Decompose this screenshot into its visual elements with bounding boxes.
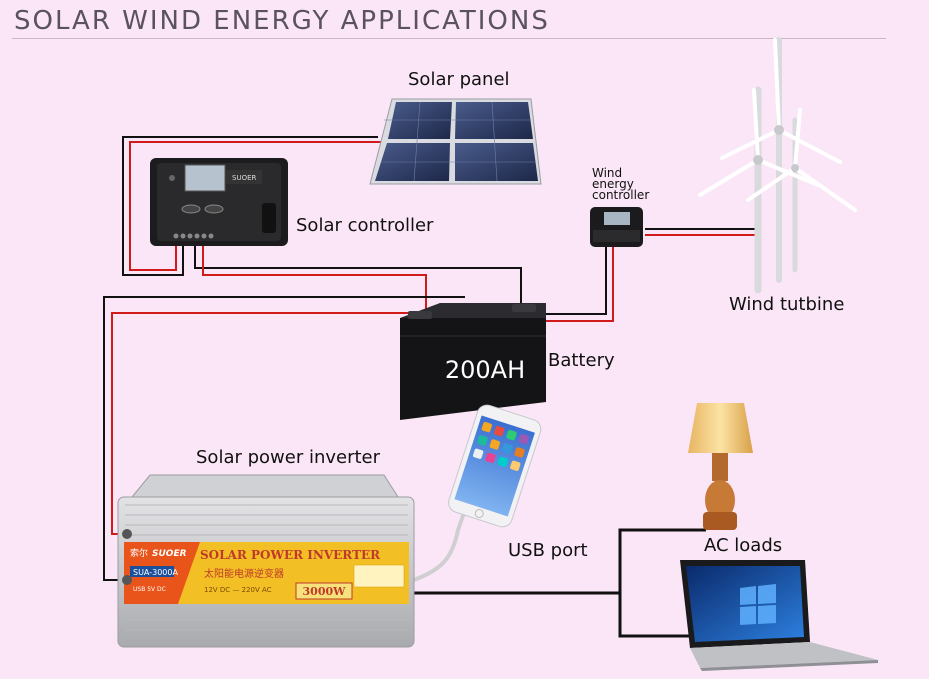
inverter-brand-cn: 索尔	[130, 547, 148, 559]
inverter-title-cn: 太阳能电源逆变器	[204, 567, 284, 580]
label-wind-controller-3: controller	[592, 190, 649, 201]
label-solar-controller: Solar controller	[296, 215, 433, 236]
inverter-brand: SUOER	[152, 549, 187, 559]
label-solar-panel: Solar panel	[408, 69, 510, 90]
solar-controller: SUOER	[150, 158, 288, 246]
wire-wind-black	[540, 247, 606, 314]
wire-wind-red	[540, 247, 613, 321]
inverter: 索尔 SUOER SOLAR POWER INVERTER 太阳能电源逆变器 S…	[118, 475, 414, 647]
inverter-title: SOLAR POWER INVERTER	[200, 548, 381, 562]
inverter-voltage: 12V DC — 220V AC	[204, 586, 272, 594]
solar-panel	[370, 99, 541, 184]
battery-capacity: 200AH	[445, 356, 525, 384]
label-inverter: Solar power inverter	[196, 447, 380, 468]
label-battery: Battery	[548, 350, 615, 371]
inverter-model: SUA-3000A	[133, 568, 178, 577]
table-lamp	[688, 403, 753, 530]
smartphone	[446, 402, 543, 529]
label-usb-port: USB port	[508, 540, 588, 561]
wire-controller-red	[203, 240, 426, 318]
label-ac-loads: AC loads	[704, 535, 782, 556]
inverter-usb-spec: USB 5V DC	[133, 586, 166, 593]
wind-turbines	[700, 40, 855, 290]
controller-brand: SUOER	[232, 174, 256, 182]
laptop	[680, 560, 878, 671]
usb-cable	[414, 510, 465, 580]
wind-controller	[590, 207, 643, 247]
battery: 200AH	[400, 303, 546, 420]
inverter-power: 3000W	[303, 585, 347, 598]
label-wind-turbine: Wind tutbine	[729, 294, 844, 315]
